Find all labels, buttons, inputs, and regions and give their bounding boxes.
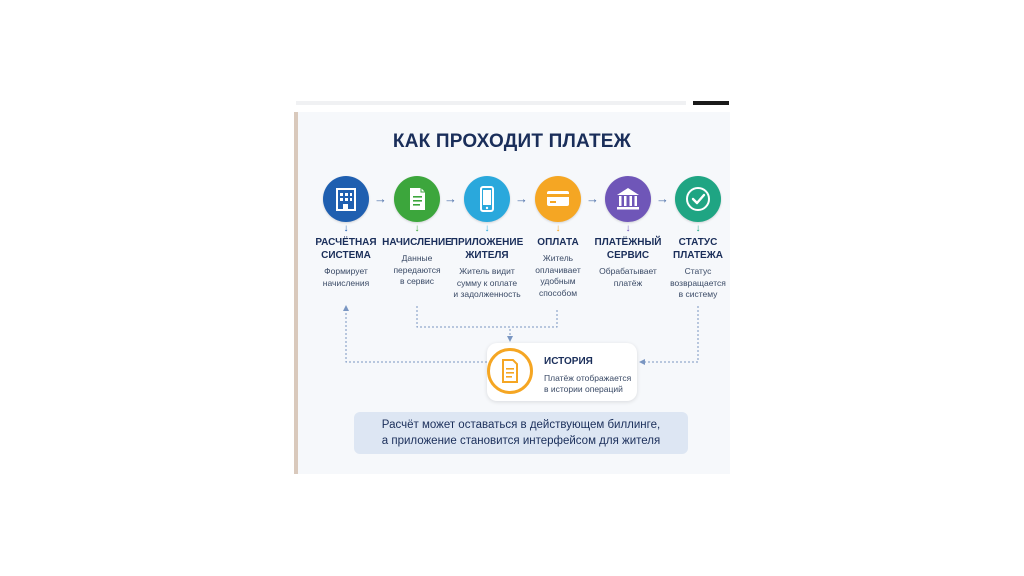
link-accrual-to-history xyxy=(416,306,513,342)
down-arrow: ↓ xyxy=(695,223,701,234)
down-arrow: ↓ xyxy=(484,223,490,234)
link-payment-to-history xyxy=(510,310,558,328)
summary-note: Расчёт может оставаться в действующем би… xyxy=(354,412,688,454)
step-payment: ↓ ОПЛАТА Житель оплачивает удобным спосо… xyxy=(518,176,598,299)
step-desc: Житель оплачивает удобным способом xyxy=(535,253,581,298)
history-title: ИСТОРИЯ xyxy=(544,356,593,367)
history-document-icon xyxy=(487,348,533,394)
step-desc: Формирует начисления xyxy=(322,266,370,288)
history-text: Платёж отображается в истории операций xyxy=(544,373,632,394)
step-desc: Житель видит сумму к оплате и задолженно… xyxy=(453,266,521,299)
step-label: ПРИЛОЖЕНИЕ ЖИТЕЛЯ xyxy=(450,237,524,261)
step-label: РАСЧЁТНАЯ СИСТЕМА xyxy=(315,237,377,261)
down-arrow: ↓ xyxy=(555,223,561,234)
step-desc: Статус возвращается в систему xyxy=(670,266,726,299)
credit-card-icon xyxy=(535,176,581,222)
check-circle-icon xyxy=(675,176,721,222)
step-label: ОПЛАТА xyxy=(537,237,579,248)
flow-arrow: → xyxy=(444,191,457,206)
smartphone-icon xyxy=(464,176,510,222)
bank-icon xyxy=(605,176,651,222)
step-desc: Обрабатывает платёж xyxy=(599,266,657,288)
step-label: СТАТУС ПЛАТЕЖА xyxy=(673,237,723,261)
flow-arrow: → xyxy=(656,191,669,206)
step-settlement-system: ↓ РАСЧЁТНАЯ СИСТЕМА Формирует начисления xyxy=(306,176,386,289)
step-accrual: ↓ НАЧИСЛЕНИЕ Данные передаются в сервис xyxy=(377,176,457,288)
top-divider xyxy=(296,101,686,105)
history-box: ИСТОРИЯ Платёж отображается в истории оп… xyxy=(487,343,637,401)
step-payment-service: ↓ ПЛАТЁЖНЫЙ СЕРВИС Обрабатывает платёж xyxy=(588,176,668,289)
flow-arrow: → xyxy=(515,191,528,206)
flow-arrow: → xyxy=(586,191,599,206)
flow-arrow: → xyxy=(374,191,387,206)
document-icon xyxy=(394,176,440,222)
step-label: НАЧИСЛЕНИЕ xyxy=(382,237,452,248)
top-marker xyxy=(693,101,729,105)
step-label: ПЛАТЁЖНЫЙ СЕРВИС xyxy=(594,237,662,261)
down-arrow: ↓ xyxy=(414,223,420,234)
step-desc: Данные передаются в сервис xyxy=(393,253,441,286)
link-status-to-history xyxy=(639,306,699,365)
card-edge xyxy=(294,112,298,474)
building-icon xyxy=(323,176,369,222)
down-arrow: ↓ xyxy=(343,223,349,234)
page-title: КАК ПРОХОДИТ ПЛАТЕЖ xyxy=(392,131,632,152)
step-resident-app: ↓ ПРИЛОЖЕНИЕ ЖИТЕЛЯ Житель видит сумму к… xyxy=(447,176,527,301)
link-history-to-system xyxy=(343,305,487,363)
step-payment-status: ↓ СТАТУС ПЛАТЕЖА Статус возвращается в с… xyxy=(658,176,738,301)
down-arrow: ↓ xyxy=(625,223,631,234)
